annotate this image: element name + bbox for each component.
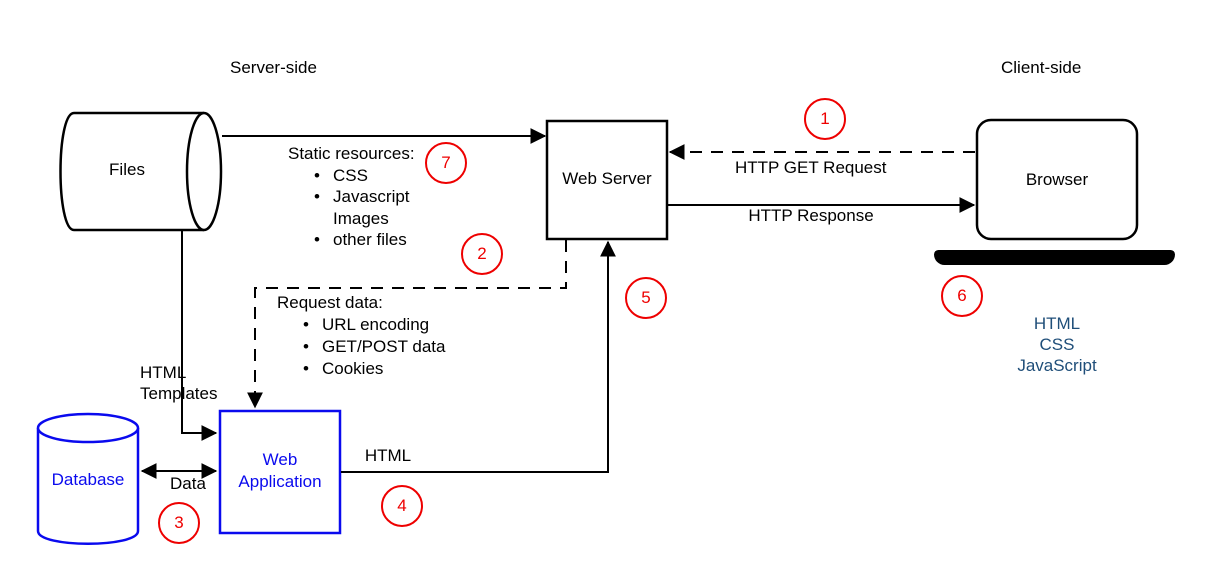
files-label: Files — [109, 160, 145, 179]
browser-box — [975, 118, 1139, 241]
list-item: •URL encoding — [303, 315, 430, 334]
edge-html-to-webserver — [341, 240, 616, 473]
list-item: •Javascript — [314, 187, 410, 206]
data-label: Data — [170, 474, 206, 493]
request-data-title: Request data: — [277, 293, 383, 312]
edge-html-templates — [181, 231, 218, 441]
database-label: Database — [51, 470, 125, 489]
web-application-box — [218, 409, 342, 535]
laptop-base-bar — [934, 250, 1175, 265]
client-output-item: JavaScript — [1017, 356, 1097, 375]
callout-2: 2 — [461, 233, 503, 275]
server-side-label: Server-side — [230, 58, 317, 77]
bullet-glyph: • — [303, 337, 309, 356]
web-application-label: Web Application — [238, 450, 322, 491]
callout-6: 6 — [941, 275, 983, 317]
list-item: •CSS — [314, 165, 368, 185]
callout-4: 4 — [381, 485, 423, 527]
list-item: •GET/POST data — [303, 337, 446, 356]
callout-5: 5 — [625, 277, 667, 319]
callout-7: 7 — [425, 142, 467, 184]
client-side-label: Client-side — [1001, 58, 1082, 77]
callout-1: 1 — [804, 98, 846, 140]
web-server-label: Web Server — [562, 169, 652, 188]
static-resources-list: Static resources: •CSS •Javascript Image… — [288, 143, 415, 251]
edge-request-data — [247, 240, 567, 409]
html-label: HTML — [364, 446, 412, 465]
http-get-request-label: HTTP GET Request — [735, 158, 887, 177]
list-item: •other files — [314, 230, 407, 249]
bullet-glyph: • — [314, 230, 320, 249]
http-response-label: HTTP Response — [748, 206, 874, 225]
request-data-list: Request data: •URL encoding •GET/POST da… — [277, 292, 445, 380]
callout-3: 3 — [158, 502, 200, 544]
html-templates-label: HTML Templates — [140, 363, 218, 403]
client-output-item: CSS — [1039, 335, 1075, 354]
list-item: Images — [333, 208, 389, 228]
bullet-glyph: • — [303, 359, 309, 378]
browser-label: Browser — [1025, 170, 1089, 189]
files-cylinder — [59, 111, 223, 232]
bullet-glyph: • — [314, 165, 320, 185]
bullet-glyph: • — [303, 315, 309, 334]
static-resources-title: Static resources: — [288, 144, 415, 163]
bullet-glyph: • — [314, 187, 320, 206]
web-server-box — [545, 119, 669, 241]
database-cylinder — [36, 412, 140, 545]
client-output-item: HTML — [1033, 314, 1081, 333]
client-output-stack: HTML CSS JavaScript — [997, 313, 1117, 376]
list-item: •Cookies — [303, 359, 384, 378]
